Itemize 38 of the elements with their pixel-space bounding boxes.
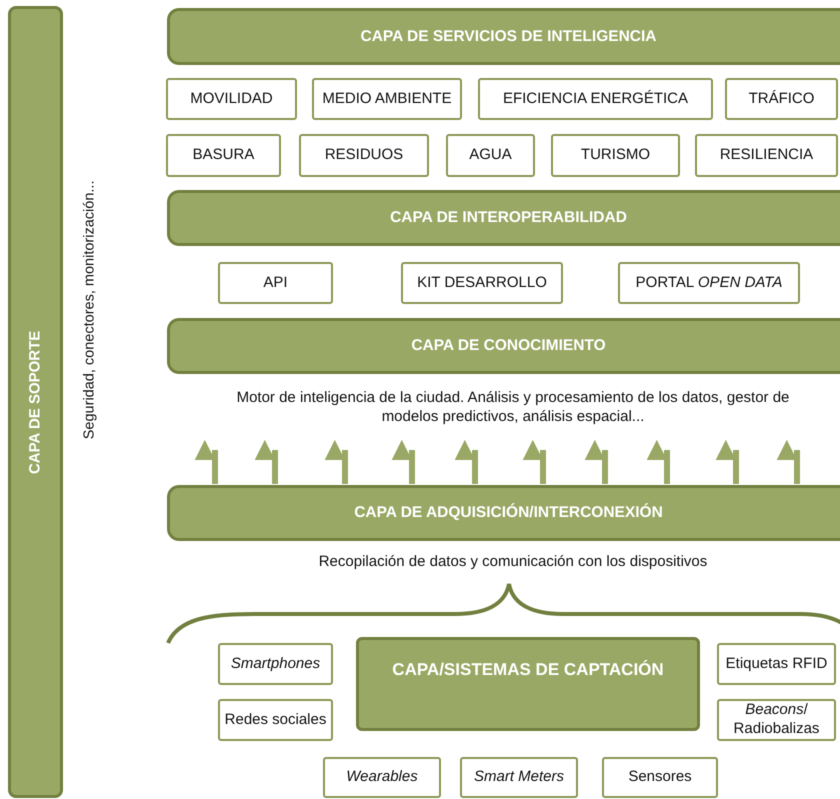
category-box: TURISMO (551, 134, 680, 177)
category-box: BASURA (166, 134, 281, 177)
layer-note: Recopilación de datos y comunicación con los dispositivos (318, 552, 708, 572)
category-box: Smart Meters (460, 757, 578, 798)
category-box: TRÁFICO (725, 78, 838, 120)
category-box: MOVILIDAD (166, 78, 297, 120)
category-box: Redes sociales (218, 699, 333, 741)
category-box: EFICIENCIA ENERGÉTICA (478, 78, 713, 120)
category-box: Sensores (602, 757, 718, 798)
category-box: MEDIO AMBIENTE (312, 78, 462, 120)
up-arrow (392, 440, 415, 484)
up-arrow (584, 440, 608, 484)
category-box: Wearables (323, 757, 441, 798)
up-arrow (454, 440, 478, 484)
up-arrow (522, 440, 546, 484)
category-box: KIT DESARROLLO (401, 262, 563, 304)
up-arrow (646, 440, 670, 484)
category-box: AGUA (446, 134, 535, 177)
description-text: Motor de inteligencia de la ciudad. Análisis y procesamiento de los datos, gestor de modelos predictivos, análisis espacial... (215, 384, 811, 432)
layer-band: CAPA DE ADQUISICIÓN/INTERCONEXIÓN (167, 485, 840, 541)
category-box: Smartphones (218, 643, 333, 685)
up-arrow (194, 440, 218, 484)
up-arrow (776, 440, 800, 484)
up-arrow (716, 440, 739, 484)
up-arrow (324, 440, 348, 484)
up-arrow (254, 440, 278, 484)
layer-band: CAPA DE SOPORTE (8, 6, 63, 798)
category-box: RESIDUOS (299, 134, 429, 177)
category-box: Etiquetas RFID (717, 643, 836, 685)
layer-band: CAPA DE CONOCIMIENTO (167, 318, 840, 374)
category-box: API (218, 262, 333, 304)
category-box: Beacons/ Radiobalizas (717, 699, 836, 741)
category-box: PORTAL OPEN DATA (618, 262, 800, 304)
layer-band: CAPA DE INTEROPERABILIDAD (167, 190, 840, 246)
support-note: Seguridad, conectores, monitorización... (80, 180, 98, 440)
layer-band: CAPA DE SERVICIOS DE INTELIGENCIA (167, 8, 840, 65)
category-box: RESILIENCIA (695, 134, 838, 177)
layer-band: CAPA/SISTEMAS DE CAPTACIÓN (356, 637, 700, 731)
